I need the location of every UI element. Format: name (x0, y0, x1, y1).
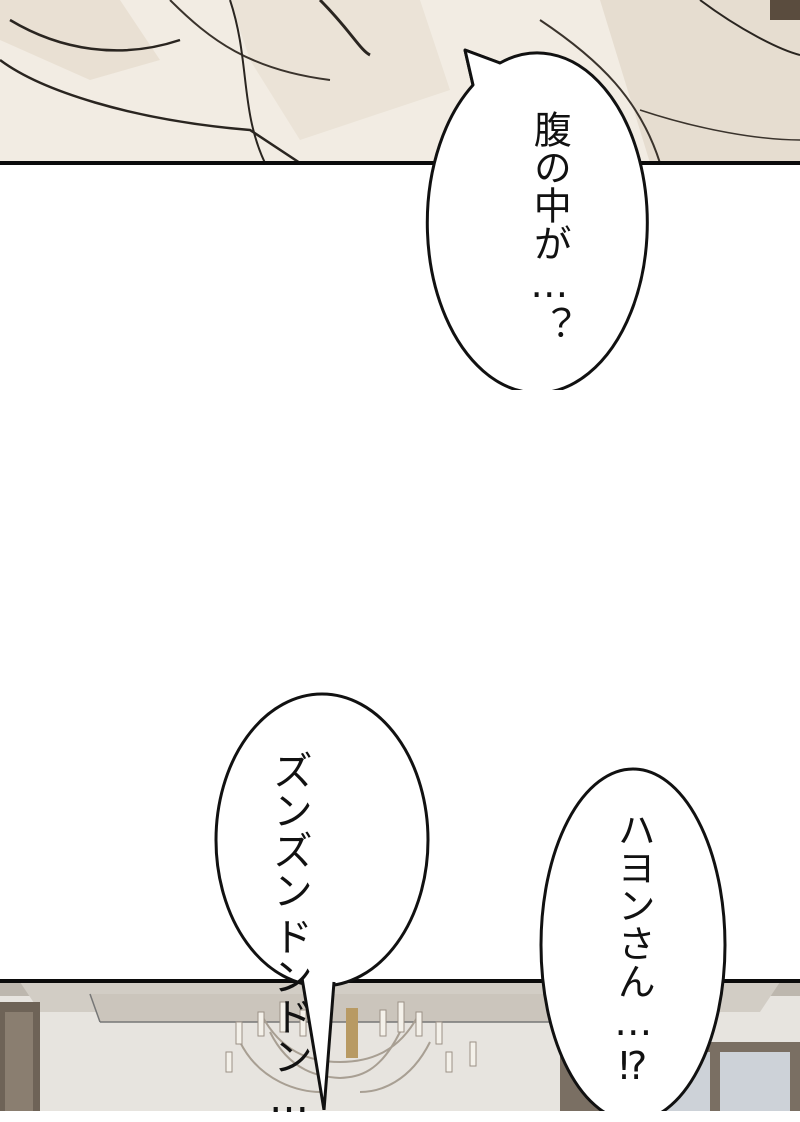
bubble-3-text: ハヨンさん…⁉ (611, 810, 656, 1088)
bubble-2-line-1: ズンズン (266, 750, 312, 910)
speech-bubble-3: ハヨンさん…⁉ (535, 765, 730, 1111)
panel-divider-top (0, 161, 800, 165)
speech-bubble-1: 腹の中が…？ (425, 5, 665, 390)
top-panel-fabric-art (0, 0, 800, 163)
bubble-1-text: 腹の中が…？ (527, 110, 572, 344)
fabric-illustration (0, 0, 800, 163)
bubble-2-text: ズンズン ドンドン… (262, 750, 316, 1122)
panel-divider-bottom (0, 979, 800, 983)
speech-bubble-2: ズンズン ドンドン… (210, 690, 435, 1122)
bubble-2-line-2: ドンドン… (266, 916, 312, 1122)
